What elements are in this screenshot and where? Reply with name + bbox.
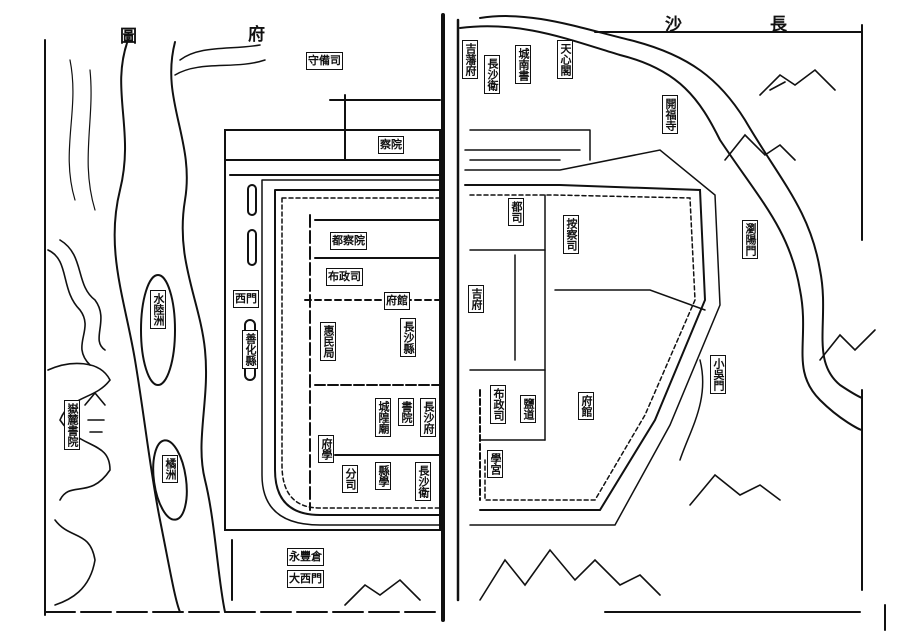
label-right-inner3: 吉府 <box>468 285 484 313</box>
label-right-top1: 吉藩府 <box>462 40 478 79</box>
label-right-top2: 長沙衛 <box>484 55 500 94</box>
label-right-inner1: 都司 <box>508 198 524 226</box>
west-shore-hills <box>47 59 111 606</box>
label-city-god: 城隍廟 <box>375 398 391 437</box>
label-right-inner7: 學宮 <box>487 450 503 478</box>
label-right-top5: 開福寺 <box>662 95 678 134</box>
label-island-top: 水陸洲 <box>150 290 166 329</box>
label-east-gate: 瀏陽門 <box>742 220 758 259</box>
label-east-road: 小吳門 <box>710 355 726 394</box>
label-county: 長沙縣 <box>400 318 416 357</box>
label-changsha-wei: 長沙衛 <box>415 462 431 501</box>
label-left-hall: 都察院 <box>330 232 367 250</box>
label-top-left-office: 守備司 <box>306 52 343 70</box>
label-bottom-gate1: 永豐倉 <box>287 548 324 566</box>
label-right-inner6: 府館 <box>578 392 594 420</box>
label-east-gate-temple: 府學 <box>318 435 334 463</box>
label-upper-yamen: 察院 <box>378 136 404 154</box>
island-bottom <box>152 439 188 521</box>
label-island-bottom: 橘洲 <box>162 455 178 483</box>
east-river <box>459 15 863 461</box>
title-char-fu: 府 <box>248 25 265 45</box>
label-right-top4: 天心閣 <box>557 40 573 79</box>
island-top <box>140 274 176 386</box>
label-right-inner2: 按察司 <box>563 215 579 254</box>
label-min-office: 布政司 <box>326 268 363 286</box>
page-frames <box>44 13 886 631</box>
west-city-walls <box>224 94 441 601</box>
label-changsha-fu: 長沙府 <box>420 398 436 437</box>
label-branch: 分司 <box>342 465 358 493</box>
label-left-gate: 西門 <box>233 290 259 308</box>
label-right-top3: 城南書 <box>515 45 531 84</box>
label-bottom-gate2: 大西門 <box>287 570 324 588</box>
east-hills <box>344 68 876 606</box>
label-pharmacy: 惠民局 <box>320 322 336 361</box>
title-char-chang: 長 <box>770 15 787 35</box>
label-right-inner4: 布政司 <box>490 385 506 424</box>
label-left-small: 善化縣 <box>242 330 258 369</box>
label-right-inner5: 鹽道 <box>520 395 536 423</box>
label-county-school: 縣學 <box>375 462 391 490</box>
label-small-office: 府館 <box>384 292 410 310</box>
xiang-river <box>113 39 266 613</box>
title-char-tu: 圖 <box>120 27 137 47</box>
title-char-sha: 沙 <box>665 15 682 35</box>
label-academy: 書院 <box>398 398 414 426</box>
label-shore-temple: 嶽麓書院 <box>64 400 80 450</box>
east-city-walls <box>464 129 721 526</box>
